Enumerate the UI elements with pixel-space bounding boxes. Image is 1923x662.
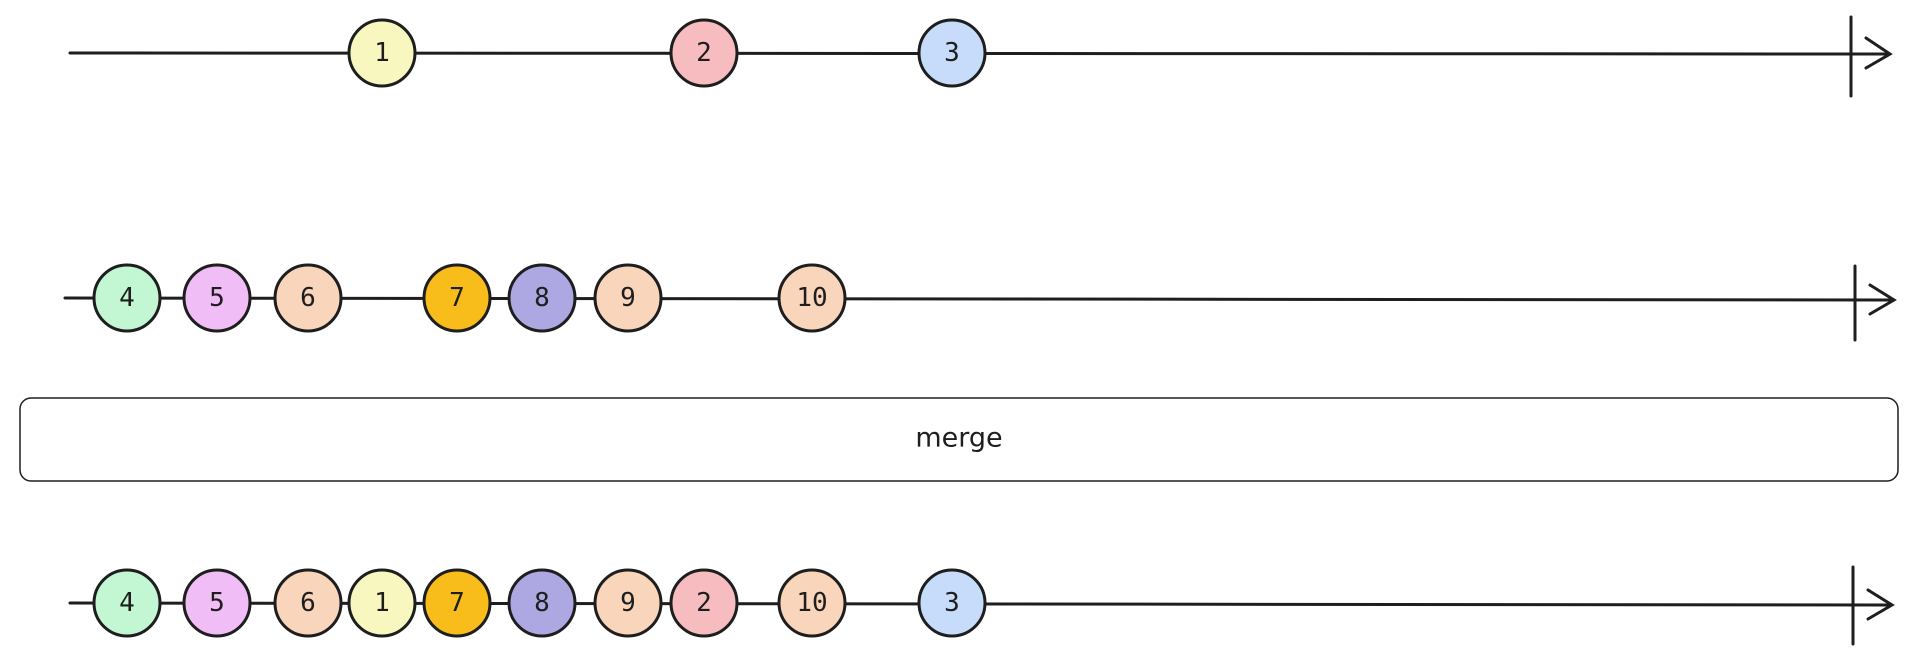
operator-box: merge: [19, 397, 1899, 482]
marble-source-a-3: 3: [917, 18, 987, 88]
marble-source-b-10: 10: [777, 263, 847, 333]
marble-circle: [182, 263, 252, 333]
marble-circle: [777, 263, 847, 333]
marble-label: 10: [796, 283, 827, 313]
marble-label: 3: [944, 588, 960, 618]
marble-source-a-1: 1: [347, 18, 417, 88]
marble-label: 8: [534, 283, 550, 313]
marble-circle: [347, 18, 417, 88]
timeline-source-b-axis: [63, 296, 1894, 302]
marble-circle: [92, 568, 162, 638]
timeline-source-a-arrow-icon: [1864, 36, 1893, 70]
marble-circle: [347, 568, 417, 638]
marble-output-5: 5: [182, 568, 252, 638]
marble-output-9: 9: [593, 568, 663, 638]
timeline-source-a-marbles: 1 2 3: [347, 18, 987, 88]
marble-circle: [593, 263, 663, 333]
marble-label: 7: [449, 283, 465, 313]
marble-output-6: 6: [273, 568, 343, 638]
marble-label: 6: [300, 283, 316, 313]
marble-source-b-6: 6: [273, 263, 343, 333]
marble-output-4: 4: [92, 568, 162, 638]
timeline-output-arrow-icon: [1866, 588, 1895, 621]
marble-source-b-4: 4: [92, 263, 162, 333]
timeline-output: 4 5 6 1 7 8 9 2 10 3: [68, 565, 1895, 646]
marble-output-2: 2: [669, 568, 739, 638]
marble-label: 4: [119, 588, 135, 618]
marble-circle: [273, 263, 343, 333]
marble-label: 1: [374, 588, 390, 618]
marble-circle: [917, 18, 987, 88]
marble-output-10: 10: [777, 568, 847, 638]
marble-circle: [507, 568, 577, 638]
marble-circle: [669, 18, 739, 88]
marble-circle: [593, 568, 663, 638]
marble-label: 5: [209, 283, 225, 313]
marble-label: 6: [300, 588, 316, 618]
timeline-source-b-arrow-icon: [1868, 283, 1897, 316]
timeline-source-a: 1 2 3: [68, 15, 1893, 98]
timeline-source-b: 4 5 6 7 8 9 10: [63, 263, 1897, 342]
timeline-source-b-marbles: 4 5 6 7 8 9 10: [92, 263, 847, 333]
marble-circle: [917, 568, 987, 638]
marble-circle: [182, 568, 252, 638]
marble-label: 7: [449, 588, 465, 618]
marble-source-b-8: 8: [507, 263, 577, 333]
marble-label: 5: [209, 588, 225, 618]
marble-label: 2: [696, 38, 712, 68]
marble-circle: [507, 263, 577, 333]
marble-label: 9: [620, 283, 636, 313]
marble-circle: [669, 568, 739, 638]
marble-source-a-2: 2: [669, 18, 739, 88]
marble-output-3: 3: [917, 568, 987, 638]
operator-box-frame: [19, 397, 1899, 482]
marble-label: 2: [696, 588, 712, 618]
marble-circle: [92, 263, 162, 333]
marble-label: 8: [534, 588, 550, 618]
marble-circle: [422, 263, 492, 333]
marble-label: 10: [796, 588, 827, 618]
timeline-output-marbles: 4 5 6 1 7 8 9 2 10 3: [92, 568, 987, 638]
marble-source-b-5: 5: [182, 263, 252, 333]
marble-output-7: 7: [422, 568, 492, 638]
operator-label: merge: [915, 423, 1002, 454]
marble-circle: [777, 568, 847, 638]
marble-source-b-9: 9: [593, 263, 663, 333]
marble-output-1: 1: [347, 568, 417, 638]
marble-label: 4: [119, 283, 135, 313]
marble-label: 9: [620, 588, 636, 618]
marble-output-8: 8: [507, 568, 577, 638]
marble-source-b-7: 7: [422, 263, 492, 333]
marble-circle: [422, 568, 492, 638]
marble-label: 1: [374, 38, 390, 68]
marble-circle: [273, 568, 343, 638]
marble-label: 3: [944, 38, 960, 68]
